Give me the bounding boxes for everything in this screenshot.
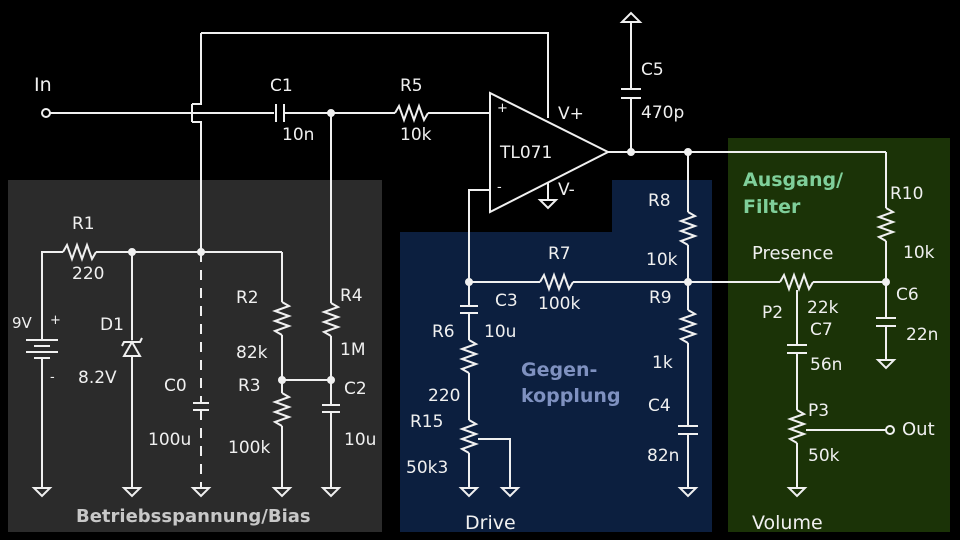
region-bias (8, 180, 382, 532)
c6-name: C6 (896, 285, 919, 305)
r8-name: R8 (648, 191, 671, 211)
r9-name: R9 (649, 288, 672, 308)
r2-value: 82k (236, 343, 268, 363)
c3-name: C3 (495, 291, 518, 311)
p2-value: 22k (807, 298, 839, 318)
r6-name: R6 (432, 322, 455, 342)
c7-name: C7 (810, 320, 833, 340)
resistor-r1 (62, 242, 97, 262)
wire (201, 32, 549, 118)
opamp-name: TL071 (500, 143, 553, 163)
opamp-minus: - (497, 180, 502, 195)
r15-name: R15 (410, 412, 444, 432)
r6-value: 220 (428, 386, 461, 406)
r2-name: R2 (236, 288, 259, 308)
output-label: Out (902, 419, 935, 440)
r4-value: 1M (340, 340, 366, 360)
region-output-title-1: Ausgang/ (743, 169, 844, 191)
c4-value: 82n (647, 446, 680, 466)
input-label: In (34, 74, 52, 96)
r5-name: R5 (400, 76, 423, 96)
battery-symbol (26, 339, 58, 359)
c0-value: 100u (148, 430, 192, 450)
zener-diode (122, 339, 142, 357)
r10-value: 10k (903, 243, 935, 263)
c1-value: 10n (282, 125, 315, 145)
potentiometer-p2 (779, 272, 814, 292)
region-bias-title: Betriebsspannung/Bias (76, 506, 311, 527)
r1-name: R1 (72, 214, 95, 234)
capacitor-c1 (275, 104, 285, 122)
r1-value: 220 (72, 264, 105, 284)
region-output-title-2: Filter (743, 196, 801, 218)
c2-value: 10u (344, 430, 377, 450)
region-feedback-title-1: Gegen- (521, 359, 598, 381)
c1-name: C1 (270, 76, 293, 96)
opamp-vminus: V- (558, 180, 575, 200)
r4-name: R4 (340, 286, 363, 306)
c5-name: C5 (641, 60, 664, 80)
d1-name: D1 (100, 315, 124, 335)
r8-value: 10k (646, 250, 678, 270)
c4-name: C4 (648, 396, 671, 416)
region-feedback-title-2: kopplung (521, 385, 621, 407)
resistor-r7 (539, 272, 574, 292)
r15-value: 50k3 (406, 458, 449, 478)
p2-name: P2 (762, 303, 784, 323)
r7-value: 100k (538, 294, 581, 314)
region-feedback-top (612, 180, 712, 240)
presence-label: Presence (752, 243, 834, 264)
potentiometer-p3 (787, 409, 807, 444)
resistor-r5 (394, 103, 429, 123)
d1-value: 8.2V (78, 368, 117, 388)
opamp-vplus: V+ (558, 104, 584, 124)
opamp-plus: + (497, 101, 508, 116)
input-terminal (41, 108, 51, 118)
output-terminal (885, 425, 895, 435)
c0-name: C0 (164, 376, 187, 396)
c2-name: C2 (344, 379, 367, 399)
region-output (728, 138, 950, 532)
p3-name: P3 (808, 401, 830, 421)
r3-name: R3 (238, 376, 261, 396)
volume-label: Volume (752, 512, 823, 534)
p3-value: 50k (808, 446, 840, 466)
c5-value: 470p (641, 103, 685, 123)
battery-minus: - (50, 370, 55, 385)
drive-label: Drive (465, 512, 516, 534)
r3-value: 100k (228, 438, 271, 458)
r5-value: 10k (400, 125, 432, 145)
c3-value: 10u (484, 322, 517, 342)
r9-value: 1k (652, 353, 673, 373)
c6-value: 22n (906, 325, 939, 345)
supply-arrow-icon (619, 11, 643, 23)
ground-icon (537, 199, 559, 210)
battery-value: 9V (12, 314, 32, 332)
jfet-symbol (191, 33, 274, 250)
r10-name: R10 (890, 184, 924, 204)
c7-value: 56n (810, 355, 843, 375)
r7-name: R7 (548, 244, 571, 264)
battery-plus: + (50, 313, 61, 328)
